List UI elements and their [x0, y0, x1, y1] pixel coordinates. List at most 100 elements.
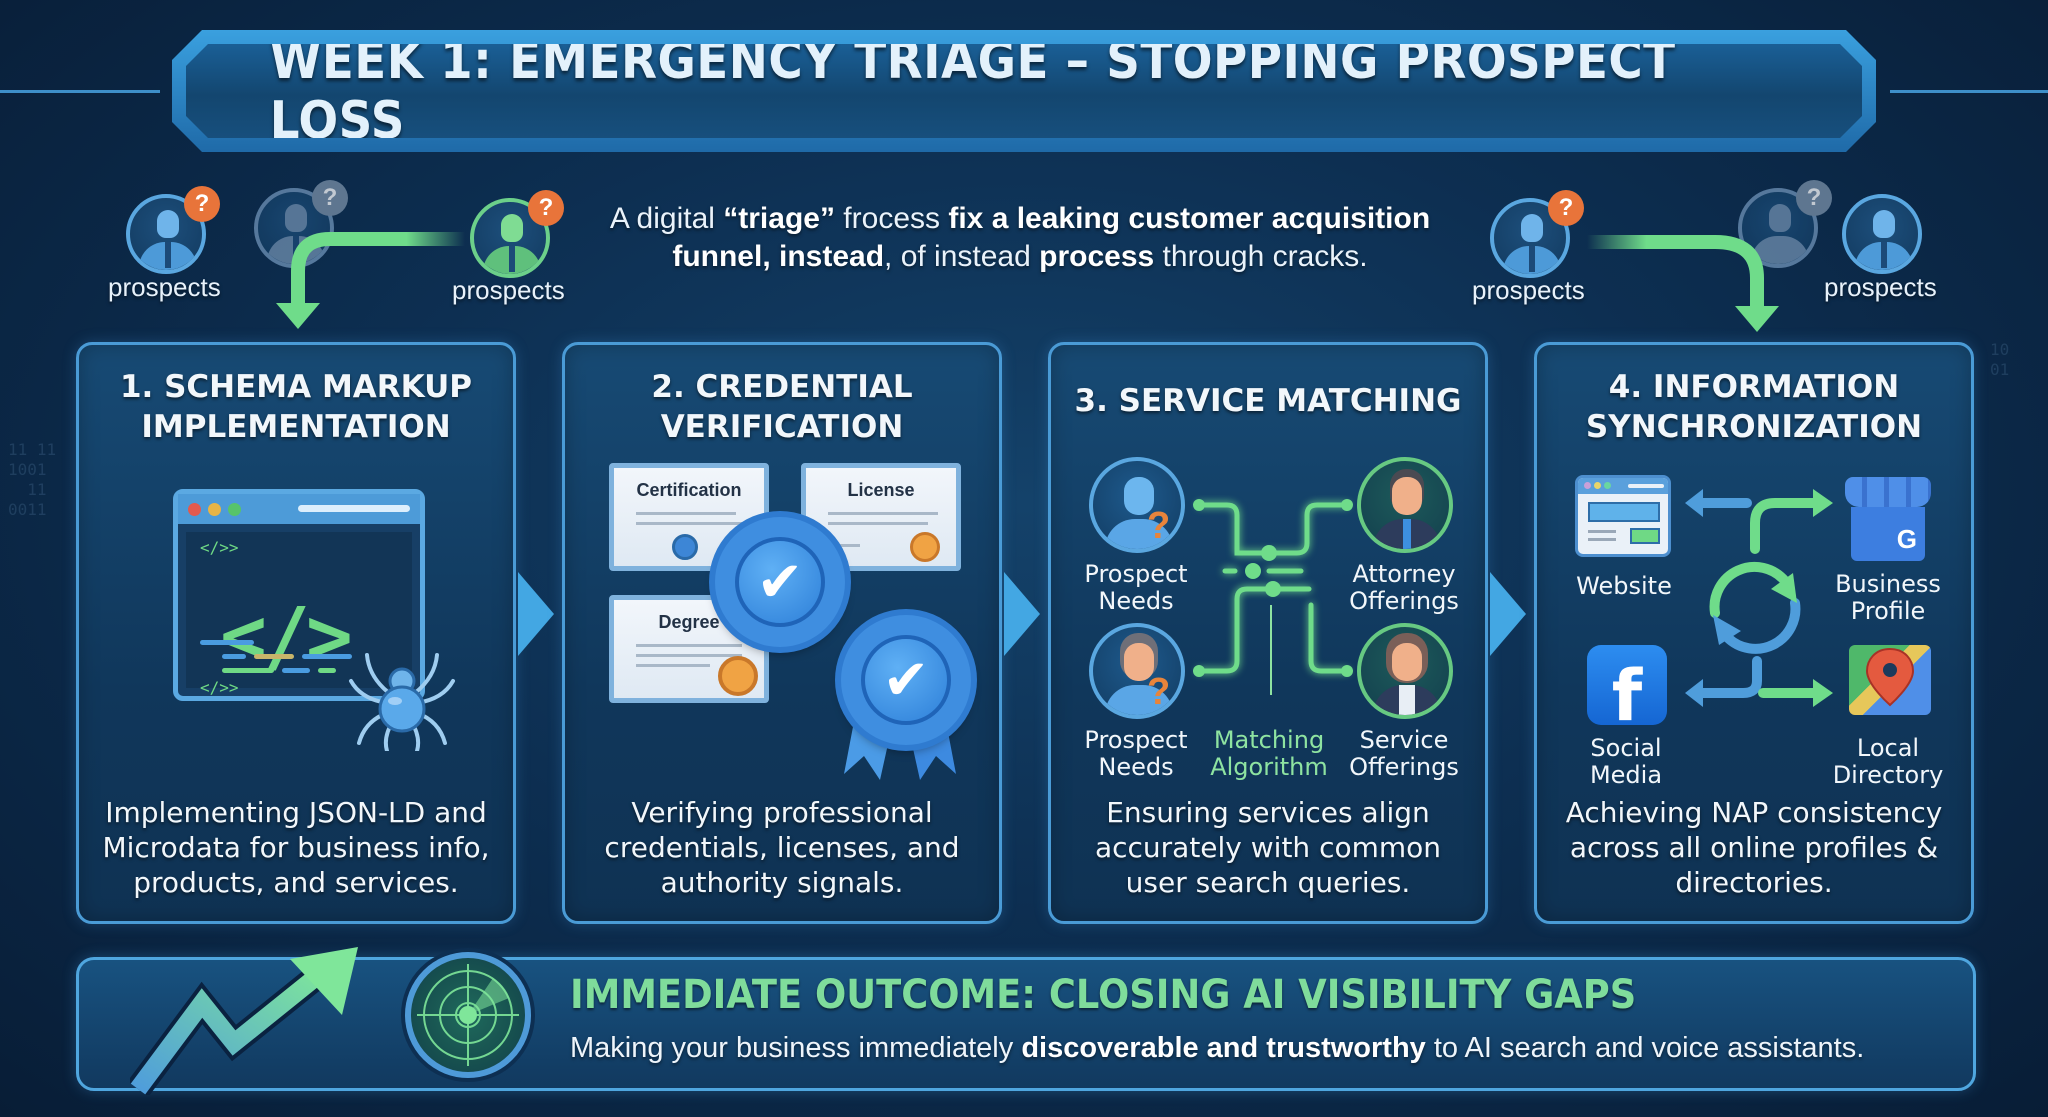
prospect-avatar-icon: ? [470, 190, 564, 280]
intro-text: A digital “triage” frocess fix a leaking… [580, 200, 1460, 276]
intro-segment-bold: process [1039, 240, 1155, 273]
outcome-segment: Making your business immediately [570, 1032, 1022, 1064]
question-bubble-icon: ? [312, 180, 348, 216]
outcome-title: IMMEDIATE OUTCOME: CLOSING AI VISIBILITY… [570, 972, 1637, 1018]
curved-arrow-down-icon [1587, 235, 1779, 332]
intro-segment: A digital [609, 202, 724, 235]
code-tag-text: </>> [200, 678, 239, 697]
outcome-banner [76, 957, 1976, 1091]
node-label-line: Website [1576, 572, 1672, 600]
node-label-line: Needs [1098, 587, 1174, 615]
intro-segment: frocess [834, 202, 949, 235]
panel-description: Verifying professional credentials, lice… [604, 796, 960, 899]
page-title: WEEK 1: EMERGENCY TRIAGE – STOPPING PROS… [269, 31, 1676, 151]
node-label-line: Attorney [1352, 560, 1456, 588]
prospect-avatar-icon: ? [1490, 190, 1584, 280]
panel-title-line: VERIFICATION [660, 409, 904, 445]
verified-badge-icon: ✔ [715, 517, 845, 647]
prospect-needs-avatar-icon: ? [1089, 457, 1185, 553]
node-label-line: Directory [1832, 761, 1944, 789]
step-connector-arrow-icon [518, 572, 554, 656]
panel-title: 2. CREDENTIAL VERIFICATION [565, 367, 999, 447]
node-label-line: Business [1835, 570, 1941, 598]
question-bubble-icon: ? [1796, 180, 1832, 216]
attorney-avatar-icon [1357, 457, 1453, 553]
step-panel-credential-verification: 2. CREDENTIAL VERIFICATION Certification… [562, 342, 1002, 924]
intro-segment-bold: “triage” [723, 202, 835, 235]
panel-title-line: SYNCHRONIZATION [1585, 409, 1923, 445]
header-banner: WEEK 1: EMERGENCY TRIAGE – STOPPING PROS… [186, 44, 1862, 138]
curved-arrow-down-icon [276, 232, 465, 329]
prospect-label: prospects [1472, 275, 1585, 305]
step-connector-arrow-icon [1490, 572, 1526, 656]
panel-title-line: 2. CREDENTIAL [651, 369, 913, 405]
node-label-line: Local [1856, 734, 1920, 762]
certificate-title: Degree [658, 612, 720, 632]
certificate-card: License [801, 463, 961, 571]
intro-segment-bold: fix a leaking customer acquisition funne… [672, 202, 1431, 273]
facebook-f-glyph: f [1611, 655, 1643, 725]
radar-icon [405, 952, 531, 1078]
seal-icon [910, 532, 940, 562]
code-tag-large: </> [220, 592, 353, 682]
panel-title: 1. SCHEMA MARKUP IMPLEMENTATION [79, 367, 513, 447]
outcome-segment: to AI search and voice assistants. [1425, 1032, 1865, 1064]
step-panel-information-sync: 4. INFORMATION SYNCHRONIZATION Website G… [1534, 342, 1974, 924]
prospect-avatar-icon: ? [126, 186, 220, 276]
intro-segment: through cracks. [1154, 240, 1368, 273]
step-panel-schema-markup: 1. SCHEMA MARKUP IMPLEMENTATION </>> </>… [76, 342, 516, 924]
facebook-icon: f [1587, 645, 1667, 725]
intro-segment: , of instead [884, 240, 1040, 273]
code-tag-text: </>> [200, 538, 239, 557]
panel-title-line: 4. INFORMATION [1608, 369, 1900, 405]
node-label-line: Media [1589, 761, 1663, 789]
node-label-line: Offerings [1349, 753, 1459, 781]
service-provider-avatar-icon [1357, 623, 1453, 719]
map-pin-icon [1865, 647, 1915, 707]
google-business-profile-icon: G [1845, 477, 1931, 561]
sync-arrows-icon [1685, 489, 1833, 707]
certificate-title: License [847, 480, 915, 500]
node-label-line: Profile [1850, 597, 1926, 625]
node-label-line: Needs [1098, 753, 1174, 781]
question-bubble-icon: ? [528, 190, 564, 226]
node-label-line: Prospect [1084, 726, 1188, 754]
step-connector-arrow-icon [1004, 572, 1040, 656]
code-window-icon: </>> </> </>> [173, 489, 425, 701]
panel-title: 4. INFORMATION SYNCHRONIZATION [1537, 367, 1971, 447]
node-label-line: Matching [1213, 726, 1325, 754]
node-label-line: Service [1359, 726, 1449, 754]
panel-title-line: IMPLEMENTATION [141, 409, 451, 445]
growth-trend-arrow-icon [130, 947, 358, 1095]
website-icon [1575, 475, 1671, 557]
node-label-line: Algorithm [1210, 753, 1328, 781]
panel-description: Ensuring services align accurately with … [1094, 796, 1442, 899]
outcome-subtitle: Making your business immediately discove… [570, 1032, 1864, 1065]
panel-description: Implementing JSON-LD and Microdata for b… [102, 796, 490, 899]
google-g-icon: G [1896, 524, 1917, 554]
certificate-title: Certification [636, 480, 742, 500]
node-label-line: Offerings [1349, 587, 1459, 615]
question-bubble-icon: ? [1548, 190, 1584, 226]
question-mark-icon: ? [1147, 671, 1171, 713]
seal-icon [718, 656, 758, 696]
checkmark-icon: ✔ [756, 550, 804, 613]
verified-badge-icon: ✔ [841, 615, 971, 745]
outcome-segment-bold: discoverable and trustworthy [1021, 1032, 1426, 1064]
panel-title: 3. SERVICE MATCHING [1074, 383, 1462, 419]
panel-description: Achieving NAP consistency across all onl… [1565, 796, 1943, 899]
node-label-line: Social [1590, 734, 1662, 762]
spider-crawler-icon [349, 653, 455, 751]
header-right-line [1890, 90, 2048, 93]
question-bubble-icon: ? [184, 186, 220, 222]
